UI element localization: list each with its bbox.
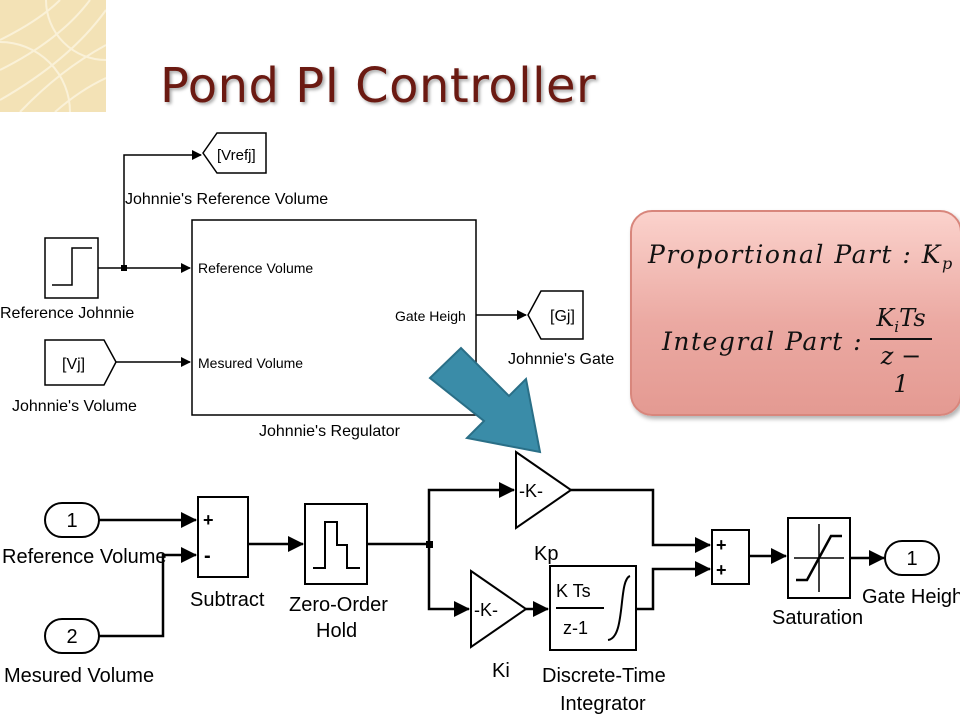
- integrator-denominator: z-1: [563, 618, 588, 638]
- integral-fraction: KiTs z − 1: [870, 304, 932, 398]
- from-vj-label: Johnnie's Volume: [12, 398, 137, 415]
- signal-line: [636, 561, 711, 611]
- slide-title: Pond PI Controller: [160, 58, 597, 114]
- zoh-label-2: Hold: [316, 620, 357, 642]
- kp-gain-block[interactable]: [515, 450, 573, 530]
- corner-decoration: [0, 0, 106, 112]
- proportional-formula: Proportional Part : Kp: [648, 240, 954, 273]
- kp-label: Kp: [534, 543, 558, 565]
- inport-1-number: 1: [66, 510, 77, 532]
- regulator-in-measured: Mesured Volume: [198, 355, 303, 371]
- step-icon: [52, 247, 92, 286]
- subtract-label: Subtract: [190, 589, 265, 611]
- signal-line: [571, 488, 711, 553]
- sum-plus-1: +: [716, 535, 727, 555]
- proportional-text: Proportional Part : K: [648, 240, 942, 269]
- outport-block[interactable]: [884, 540, 940, 576]
- goto-vrefj-block[interactable]: [202, 132, 267, 174]
- signal-line: [123, 150, 202, 268]
- regulator-out-gate: Gate Heigh: [395, 308, 466, 324]
- ki-gain-text: -K-: [474, 600, 498, 620]
- inport-2-number: 2: [66, 626, 77, 648]
- top-diagram: [Vrefj] Johnnie's Reference Volume Refer…: [0, 132, 614, 440]
- fraction-numerator-k: K: [876, 304, 895, 332]
- subtract-minus: -: [204, 545, 211, 567]
- saturation-icon: [796, 534, 842, 582]
- from-vj-text: [Vj]: [62, 356, 85, 373]
- signal-line: [427, 544, 470, 617]
- outport-label: Gate Height: [862, 586, 960, 608]
- regulator-subsystem[interactable]: [191, 219, 477, 416]
- branch-point: [121, 265, 127, 271]
- ki-label: Ki: [492, 660, 510, 682]
- integrator-label-2: Integrator: [560, 693, 646, 715]
- sum-block[interactable]: [711, 529, 750, 585]
- zoh-icon: [313, 521, 360, 569]
- bottom-diagram: 1 Reference Volume 2 Mesured Volume + - …: [2, 450, 960, 715]
- regulator-label: Johnnie's Regulator: [259, 423, 401, 440]
- fraction-denominator: z − 1: [880, 341, 922, 398]
- sum-plus-2: +: [716, 560, 727, 580]
- integral-formula-label: Integral Part :: [662, 327, 864, 356]
- kp-gain-text: -K-: [519, 481, 543, 501]
- goto-vrefj-text: [Vrefj]: [217, 147, 256, 164]
- fraction-numerator: KiTs: [870, 304, 932, 340]
- subtract-block[interactable]: [197, 496, 249, 578]
- zoh-label-1: Zero-Order: [289, 594, 388, 616]
- signal-line: [99, 547, 197, 638]
- signal-line: [427, 482, 515, 544]
- integrator-label-1: Discrete-Time: [542, 665, 666, 687]
- inport-1-label: Reference Volume: [2, 546, 167, 568]
- step-label: Reference Johnnie: [0, 305, 134, 322]
- johnnies-reference-volume-label: Johnnie's Reference Volume: [125, 191, 328, 208]
- goto-gj-text: [Gj]: [550, 308, 575, 325]
- integrator-numerator: K Ts: [556, 581, 591, 601]
- proportional-subscript: p: [941, 254, 954, 273]
- formula-box: Proportional Part : Kp Integral Part : K…: [630, 210, 960, 416]
- fraction-numerator-rest: Ts: [899, 304, 926, 332]
- fraction-numerator-subscript: i: [894, 317, 900, 336]
- saturation-label: Saturation: [772, 607, 863, 629]
- integrator-icon: [607, 575, 631, 641]
- outport-number: 1: [906, 548, 917, 570]
- inport-2-label: Mesured Volume: [4, 665, 154, 687]
- from-vj-block[interactable]: [44, 339, 117, 386]
- goto-gj-block[interactable]: [527, 290, 584, 340]
- subtract-plus: +: [203, 510, 214, 530]
- ki-gain-block[interactable]: [470, 569, 528, 649]
- regulator-in-reference: Reference Volume: [198, 260, 313, 276]
- goto-gj-label: Johnnie's Gate: [508, 351, 614, 368]
- pointer-arrow-icon: [428, 346, 542, 454]
